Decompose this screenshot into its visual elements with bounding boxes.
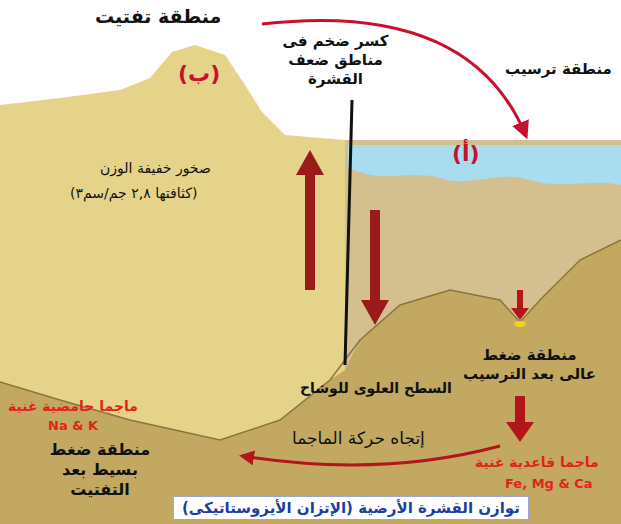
magma-flow-arrow (242, 446, 500, 465)
subsidence-arrow (361, 210, 389, 325)
mantle-label: السطح العلوى للوشاح (300, 380, 452, 398)
sediment-crust (345, 140, 621, 370)
pressure-arrow (506, 396, 534, 442)
magma-label: ماجما قاعدية غنية (475, 454, 599, 472)
pressure-label: منطقة ضغط بسيط بعد التفتيت (30, 440, 170, 500)
density-label: (كثافتها ٢,٨ جم/سم٣) (70, 185, 197, 203)
light-crust (0, 45, 345, 440)
sea-water (348, 145, 621, 185)
callout-letter: (ب) (178, 60, 220, 88)
region-label: منطقة ترسيب (505, 60, 612, 79)
flow-label: إتجاه حركة الماجما (292, 428, 425, 449)
element-label: Fe, Mg & Ca (505, 476, 593, 492)
pressure-label: منطقة ضغط عالى بعد الترسيب (462, 346, 597, 384)
magma-label: ماجما حامضية غنية (8, 398, 138, 416)
fault-label: كسر ضخم فى مناطق ضعف القشرة (268, 32, 403, 88)
fault-line (345, 100, 352, 365)
rock-label: صخور خفيفة الوزن (100, 160, 211, 178)
callout-letter: (أ) (452, 140, 480, 168)
pressure-spot (514, 321, 526, 327)
region-label: منطقة تفتيت (95, 5, 221, 29)
caption: توازن القشرة الأرضية (الإتزان الأيزوستات… (173, 496, 529, 520)
element-label: Na & K (48, 418, 98, 434)
uplift-arrow (296, 150, 324, 290)
transport-arrow (262, 20, 526, 136)
pressure-arrow (511, 290, 529, 320)
